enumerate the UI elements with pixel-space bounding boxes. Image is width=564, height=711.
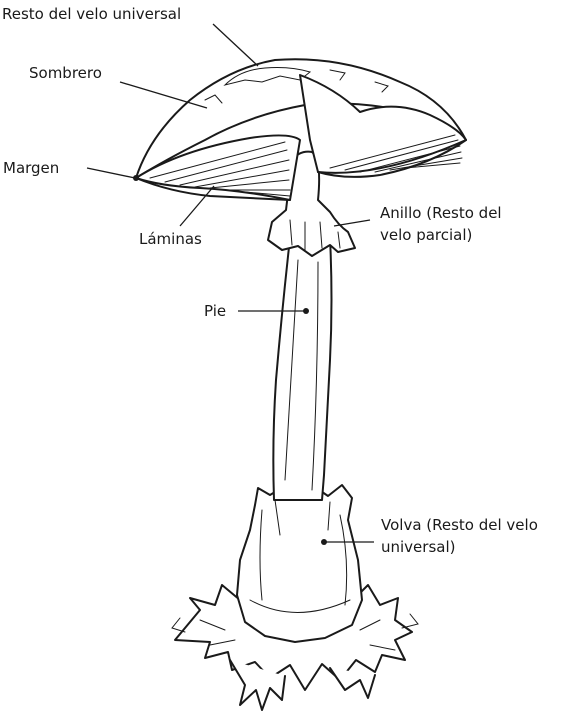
label-laminas: Láminas — [139, 230, 202, 248]
dot-pie — [303, 308, 309, 314]
label-resto-velo-universal: Resto del velo universal — [2, 5, 181, 23]
volva — [237, 485, 362, 642]
label-volva-line2: universal) — [381, 538, 455, 556]
stipe — [273, 238, 331, 500]
mushroom-illustration — [136, 59, 466, 710]
label-margen: Margen — [3, 159, 59, 177]
leader-resto-velo-universal — [213, 24, 258, 66]
leader-margen — [87, 168, 135, 178]
label-anillo-line2: velo parcial) — [380, 226, 472, 244]
label-anillo-line1: Anillo (Resto del — [380, 204, 502, 222]
leader-anillo — [334, 220, 370, 226]
label-pie: Pie — [204, 302, 226, 320]
label-sombrero: Sombrero — [29, 64, 102, 82]
dot-volva — [321, 539, 327, 545]
dot-margen — [133, 175, 139, 181]
label-volva-line1: Volva (Resto del velo — [381, 516, 538, 534]
leader-sombrero — [120, 82, 207, 108]
